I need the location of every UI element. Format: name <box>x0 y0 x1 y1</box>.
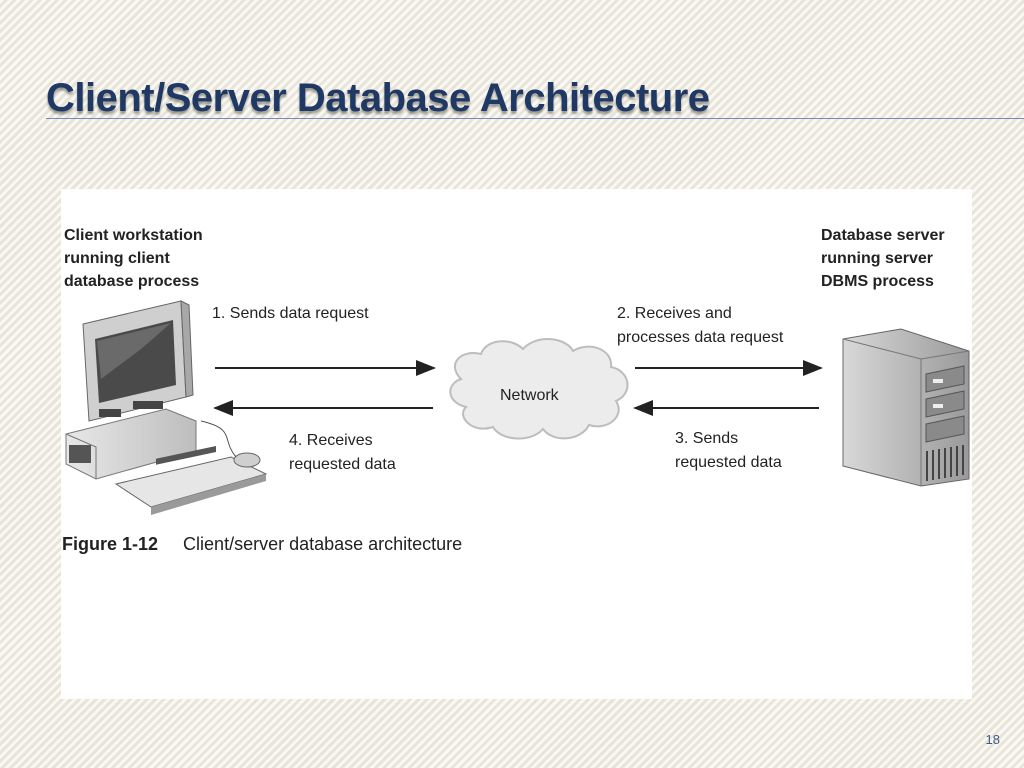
figure-caption: Figure 1-12 Client/server database archi… <box>62 534 462 555</box>
client-label-line: running client <box>64 250 170 267</box>
database-server-icon <box>842 328 970 487</box>
step3-line: requested data <box>675 454 782 471</box>
step4-label: 4. Receives requested data <box>289 429 396 477</box>
architecture-figure: Client workstation running client databa… <box>61 189 972 699</box>
client-label-line: database process <box>64 273 200 290</box>
step3-label: 3. Sends requested data <box>675 427 782 475</box>
slide-title: Client/Server Database Architecture <box>46 76 710 120</box>
step4-line: 4. Receives <box>289 432 373 449</box>
page-number: 18 <box>985 732 1000 747</box>
step2-line: processes data request <box>617 329 784 346</box>
server-label-line: running server <box>821 250 934 267</box>
server-label: Database server running server DBMS proc… <box>821 224 945 293</box>
caption-text: Client/server database architecture <box>183 534 463 554</box>
step4-line: requested data <box>289 456 396 473</box>
network-label: Network <box>500 387 559 404</box>
client-label: Client workstation running client databa… <box>64 224 203 293</box>
client-label-line: Client workstation <box>64 227 203 244</box>
step2-line: 2. Receives and <box>617 305 732 322</box>
step1-label: 1. Sends data request <box>212 302 369 326</box>
caption-number: Figure 1-12 <box>62 534 159 554</box>
step1-line: 1. Sends data request <box>212 305 369 322</box>
network-cloud-icon <box>449 338 629 440</box>
diagram-graphics <box>65 300 970 515</box>
title-divider <box>46 118 1024 119</box>
step3-line: 3. Sends <box>675 430 739 447</box>
server-label-line: Database server <box>821 227 945 244</box>
server-label-line: DBMS process <box>821 273 934 290</box>
step2-label: 2. Receives and processes data request <box>617 302 783 350</box>
client-workstation-icon <box>65 300 268 515</box>
